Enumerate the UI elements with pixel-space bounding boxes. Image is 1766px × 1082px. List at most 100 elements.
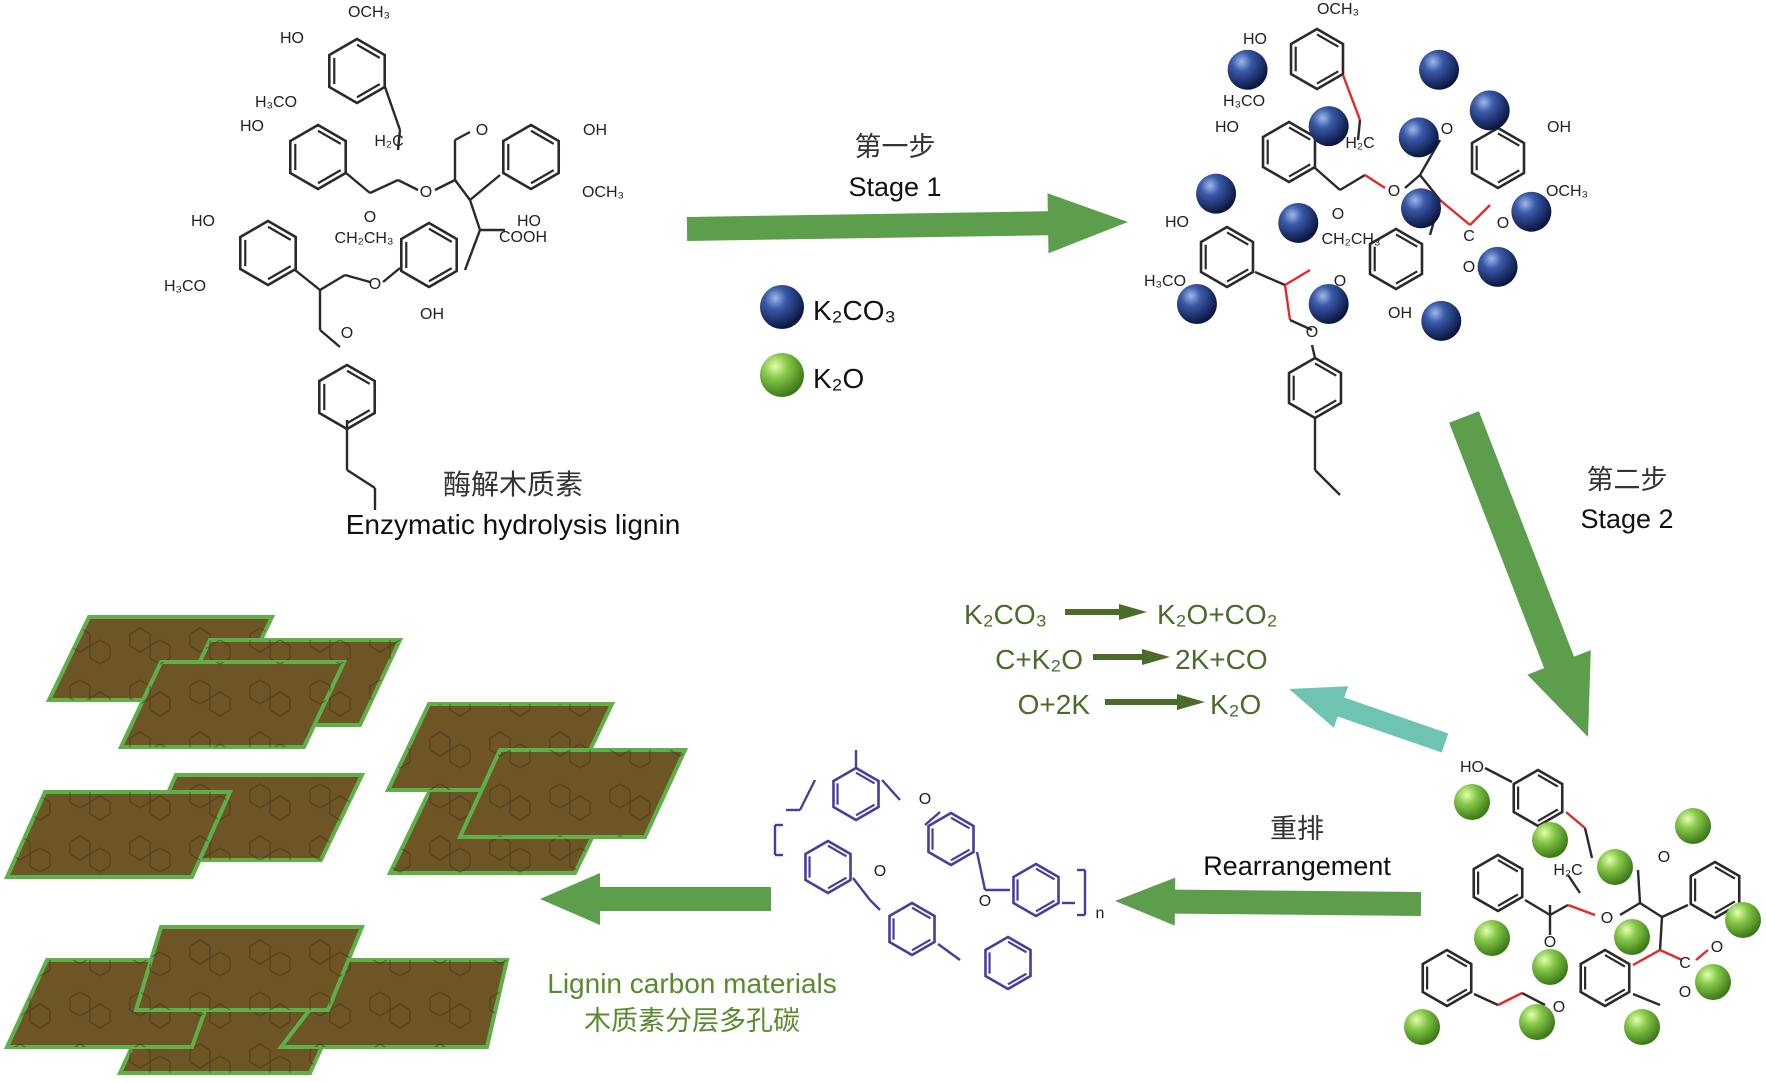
bond [1619, 901, 1641, 917]
ring-bonds [1261, 120, 1317, 184]
k2co3-particle [1477, 246, 1518, 287]
double-bond [356, 83, 381, 99]
double-bond [1497, 859, 1519, 873]
reaction-equations: K₂CO₃ K₂O+CO₂ C+K₂O 2K+CO O+2K K₂O [964, 599, 1278, 720]
k2co3-particle [1227, 49, 1268, 90]
bond [1497, 991, 1523, 1007]
double-bond [950, 848, 971, 862]
k2o-particle [1474, 920, 1510, 956]
lignin-atom-label: O [420, 184, 432, 201]
bond [1639, 901, 1663, 919]
polymer-ring [1012, 862, 1060, 918]
product-arrow [540, 873, 771, 925]
product-label-en: Lignin carbon materials [547, 968, 837, 999]
product-label-zh: 木质素分层多孔碳 [584, 1006, 800, 1036]
rearrangement-arrow [1115, 877, 1422, 926]
rearranged-atom-label: O [1553, 999, 1565, 1016]
double-bond [267, 225, 292, 241]
intermediate-atom-label: HO [1243, 31, 1267, 48]
reaction-3-products: K₂O [1210, 689, 1261, 720]
polymer-atom-label: n [1096, 905, 1105, 922]
rearranged-atom-label: O [1711, 939, 1723, 956]
double-bond [911, 938, 932, 952]
k2co3-particle [1398, 117, 1439, 158]
bond [468, 199, 482, 231]
bond [383, 86, 402, 131]
reaction-1-reactants: K₂CO₃ [964, 599, 1047, 630]
intermediate-atom-label: OCH₃ [1317, 1, 1359, 18]
ring-bonds [1512, 768, 1564, 828]
bond [1565, 811, 1586, 829]
bond [1314, 167, 1341, 191]
ring-bonds [399, 221, 459, 289]
bond [1583, 827, 1594, 859]
double-bond [911, 906, 932, 920]
double-bond [827, 844, 848, 858]
carbon-sheet [3, 790, 234, 879]
intermediate-atom-label: O [1332, 206, 1344, 223]
lignin-ring [317, 363, 377, 431]
rearranged-ring [1579, 948, 1631, 1008]
bond [1339, 173, 1366, 192]
stage1-label-zh: 第一步 [855, 132, 936, 162]
bond [1661, 903, 1689, 919]
reaction-3-arrow [1105, 694, 1205, 710]
lignin-ring [238, 219, 298, 287]
bond [369, 178, 399, 195]
stage1-arrow [686, 193, 1128, 254]
double-bond [1314, 362, 1337, 377]
bond [1289, 318, 1313, 332]
polymer-atom-label: O [979, 893, 991, 910]
double-bond [855, 803, 876, 817]
labels: 酶解木质素 Enzymatic hydrolysis lignin 第一步 St… [346, 132, 1674, 1036]
lignin-label-zh: 酶解木质素 [443, 469, 583, 500]
intermediate-atom-label: CH₂CH₃ [1322, 231, 1381, 248]
lignin-ring [501, 123, 561, 191]
intermediate-atom-label: O [1334, 273, 1346, 290]
bond [1632, 992, 1661, 1007]
k2o-particle [1454, 784, 1490, 820]
double-bond [530, 169, 555, 185]
double-bond [1226, 231, 1249, 246]
ring-bonds [804, 839, 852, 895]
lignin-atom-label: HO [517, 213, 541, 230]
carbon-sheets [3, 615, 689, 1075]
double-bond [1714, 900, 1736, 914]
k2co3-particle [1308, 284, 1349, 325]
bond [319, 273, 346, 292]
bond [924, 811, 941, 826]
ring-bonds [238, 219, 298, 287]
k2co3-particle [1196, 173, 1237, 214]
lignin-ring [288, 123, 348, 191]
k2o-particle [1519, 1004, 1555, 1040]
legend-k2co3-label: K₂CO₃ [813, 295, 896, 326]
ring-bonds [327, 37, 387, 105]
polymer-ring [888, 901, 936, 957]
intermediate-atom-label: O [1497, 215, 1509, 232]
rearranged-atom-label: H₂C [1553, 862, 1582, 879]
lignin-atom-label: CH₂CH₃ [335, 230, 394, 247]
bond [1636, 869, 1642, 904]
bond [1473, 992, 1499, 1007]
intermediate-atom-label: HO [1215, 119, 1239, 136]
bond [937, 943, 961, 961]
k2o-particle [1404, 1009, 1440, 1045]
ring-bonds [317, 363, 377, 431]
double-bond [1395, 233, 1418, 248]
sheet-texture [460, 750, 685, 837]
ring-bonds [1289, 27, 1345, 91]
intermediate-ring [1470, 126, 1526, 190]
lignin-atom-label: O [364, 209, 376, 226]
rearranged-atom-label: O [1679, 984, 1691, 1001]
lignin-atom-label: O [341, 325, 353, 342]
lignin-atom-label: O [369, 276, 381, 293]
intermediate-ring [1261, 120, 1317, 184]
reaction-2-reactants: C+K₂O [995, 644, 1083, 675]
polymer-ring [832, 766, 880, 822]
lignin-atom-label: H₃CO [164, 278, 206, 295]
bond [345, 172, 371, 194]
double-bond [1497, 169, 1520, 184]
bond [294, 269, 321, 291]
ring-bonds [984, 935, 1032, 991]
k2co3-particle [1278, 202, 1319, 243]
